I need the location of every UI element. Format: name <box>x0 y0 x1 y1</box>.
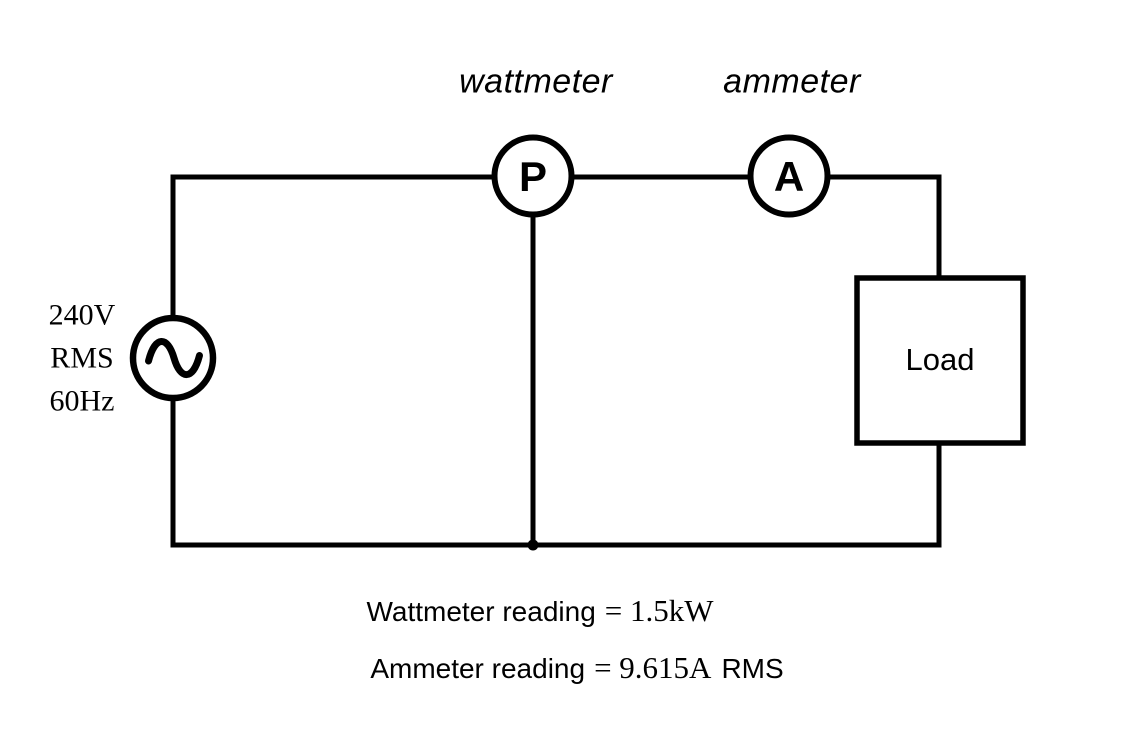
wattmeter-circle <box>491 134 575 218</box>
sine-wave-icon <box>145 338 203 378</box>
wire-top-loop <box>170 174 942 548</box>
wattmeter-reading-label: Wattmeter reading <box>366 596 596 627</box>
source-frequency: 60Hz <box>49 384 115 418</box>
wattmeter-reading: Wattmeter reading = 1.5kW <box>366 593 713 629</box>
load-label: Load <box>905 342 975 377</box>
wattmeter-symbol: P <box>518 153 548 200</box>
source-voltage: 240V <box>48 298 116 332</box>
ammeter-symbol: A <box>773 153 805 200</box>
ammeter-circle <box>747 134 831 218</box>
wattmeter-reading-value: = 1.5kW <box>604 593 714 628</box>
junction-dot <box>527 539 539 551</box>
source-rms: RMS <box>50 341 114 375</box>
ammeter-reading-unit: RMS <box>721 653 784 684</box>
ammeter-reading: Ammeter reading = 9.615A RMS <box>370 650 783 686</box>
wattmeter-label: wattmeter <box>459 62 613 101</box>
wire-bottom-loop <box>170 438 942 548</box>
ammeter-reading-value: = 9.615A <box>594 650 712 685</box>
source-rating-label: 240V RMS 60Hz <box>49 294 116 423</box>
ammeter-reading-label: Ammeter reading <box>370 653 586 684</box>
ammeter-label: ammeter <box>723 62 861 101</box>
load-box <box>854 275 1026 446</box>
